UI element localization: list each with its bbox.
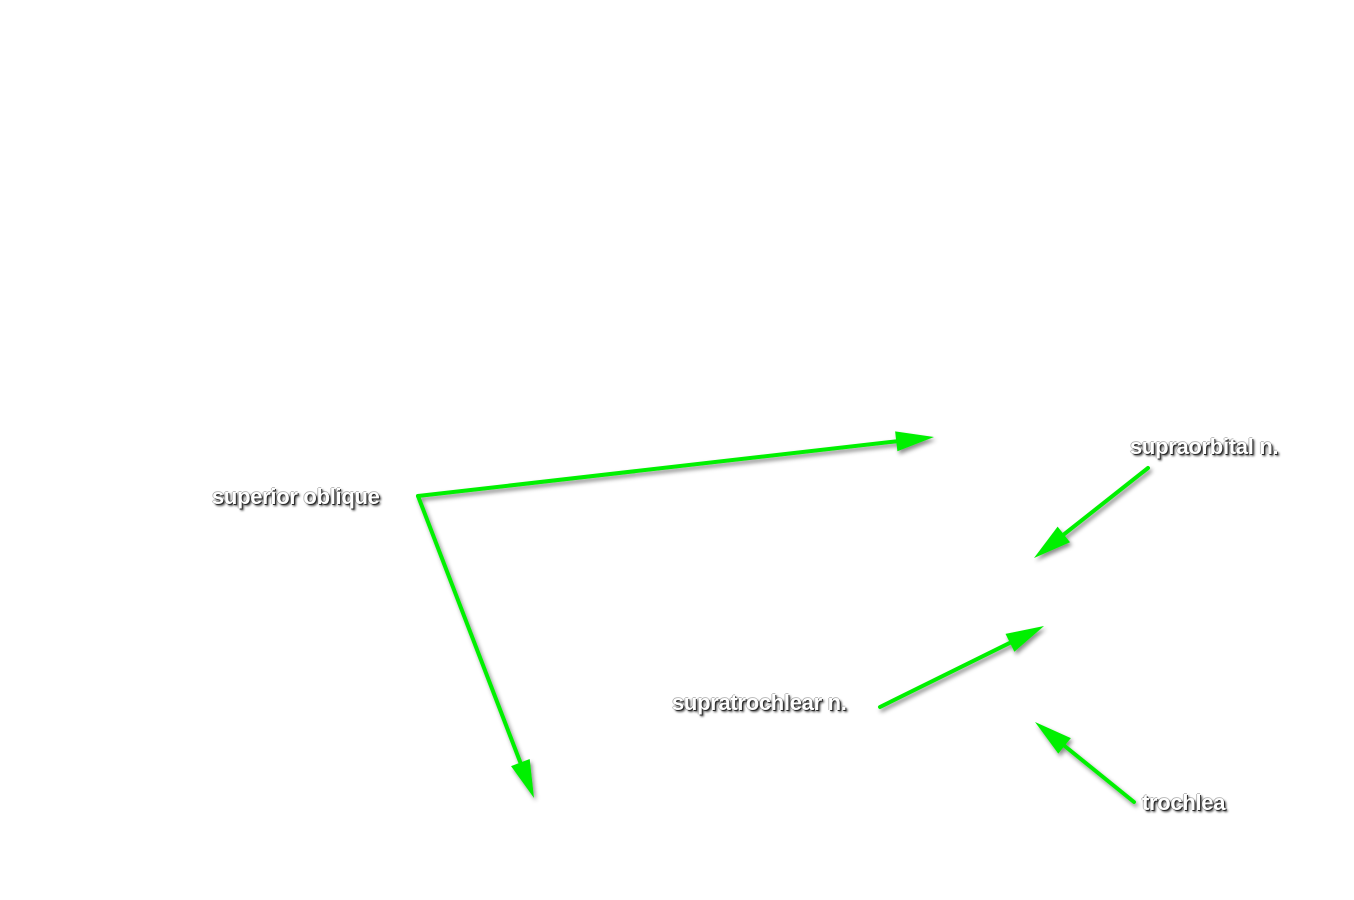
arrow-superior-oblique-lower (416, 494, 534, 798)
label-supratrochlear-nerve: supratrochlear n. (672, 690, 847, 715)
label-supraorbital-nerve: supraorbital n. (1130, 434, 1279, 459)
arrow-supraorbital-nerve-shaft (1060, 466, 1150, 538)
label-superior-oblique: superior oblique (212, 484, 380, 509)
arrow-trochlea (1035, 722, 1136, 804)
arrow-group (416, 431, 1150, 804)
arrow-superior-oblique-upper-shaft (416, 439, 901, 498)
arrow-superior-oblique-upper-head (895, 431, 934, 452)
arrow-trochlea-head (1035, 722, 1071, 754)
label-trochlea: trochlea (1142, 790, 1226, 815)
arrow-supraorbital-nerve-head (1034, 526, 1071, 558)
arrow-superior-oblique-lower-shaft (416, 494, 524, 767)
arrow-superior-oblique-upper (416, 431, 934, 498)
arrow-supratrochlear-nerve (878, 626, 1044, 709)
arrow-superior-oblique-lower-head (511, 758, 534, 798)
arrow-supraorbital-nerve (1034, 466, 1150, 558)
arrow-supratrochlear-nerve-head (1005, 626, 1044, 652)
arrow-supratrochlear-nerve-shaft (878, 639, 1014, 709)
arrow-trochlea-shaft (1061, 742, 1136, 804)
